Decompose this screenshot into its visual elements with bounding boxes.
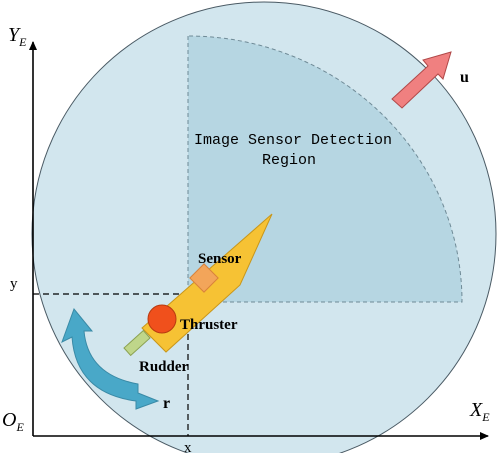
- surge-label: u: [460, 69, 469, 86]
- detection-region-label-line2: Region: [262, 152, 316, 169]
- y-tick-label: y: [10, 276, 18, 292]
- thruster-label: Thruster: [180, 317, 238, 333]
- yaw-label: r: [163, 395, 170, 412]
- origin-label: OE: [2, 409, 24, 434]
- x-tick-label: x: [184, 440, 192, 453]
- rudder-label: Rudder: [139, 359, 189, 375]
- detection-region-label-line1: Image Sensor Detection: [194, 132, 392, 149]
- y-axis-label: YE: [8, 24, 27, 49]
- vessel: [123, 213, 273, 357]
- rudder-shape: [123, 329, 151, 357]
- thruster-shape: [147, 304, 177, 334]
- x-axis-label: XE: [469, 399, 490, 424]
- surge-arrow: [391, 51, 452, 109]
- sensor-shape: [189, 263, 219, 293]
- sensor-label: Sensor: [198, 251, 242, 267]
- yaw-arrow: [61, 308, 160, 410]
